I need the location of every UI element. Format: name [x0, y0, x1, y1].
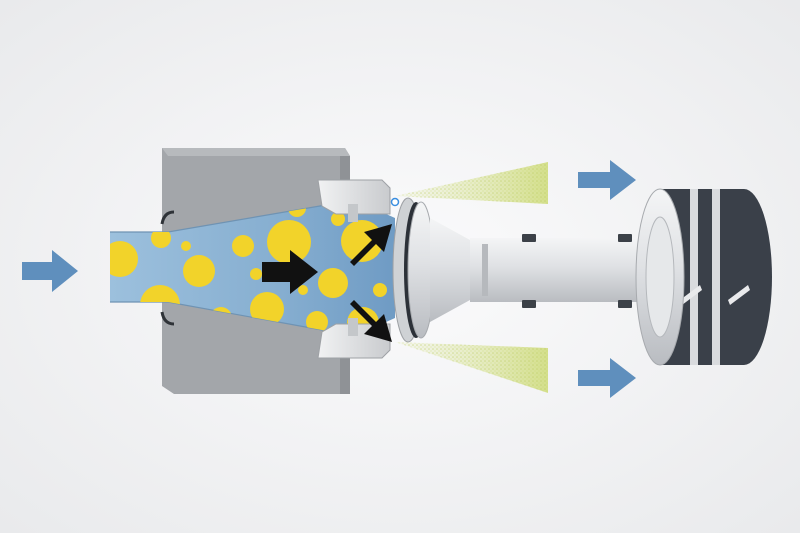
flow-direction-arrows	[262, 224, 392, 342]
particle	[267, 220, 311, 264]
nozzle-nut	[317, 179, 391, 359]
particle	[151, 228, 171, 248]
outlet-flow-arrow-bottom	[578, 358, 636, 398]
outlet-flow-arrow-top	[578, 160, 636, 200]
particle	[306, 311, 328, 333]
arrow-right	[262, 250, 318, 294]
particle	[181, 241, 191, 251]
brush-roller	[635, 188, 772, 366]
particle	[250, 292, 284, 326]
spray-cones	[390, 162, 548, 393]
nozzle-orifice	[390, 197, 400, 207]
particle	[298, 285, 308, 295]
arrow-down-right	[350, 300, 392, 342]
spindle-shaft	[392, 197, 645, 343]
particle	[250, 268, 262, 280]
o-ring-bottom	[160, 311, 175, 326]
particle	[110, 241, 138, 277]
o-ring-top	[160, 210, 175, 225]
particle	[232, 235, 254, 257]
particle	[318, 268, 348, 298]
particle	[331, 212, 345, 226]
inlet-flow-arrow	[22, 250, 78, 292]
arrow-up-right	[350, 224, 392, 266]
particle	[183, 255, 215, 287]
particle	[373, 283, 387, 297]
